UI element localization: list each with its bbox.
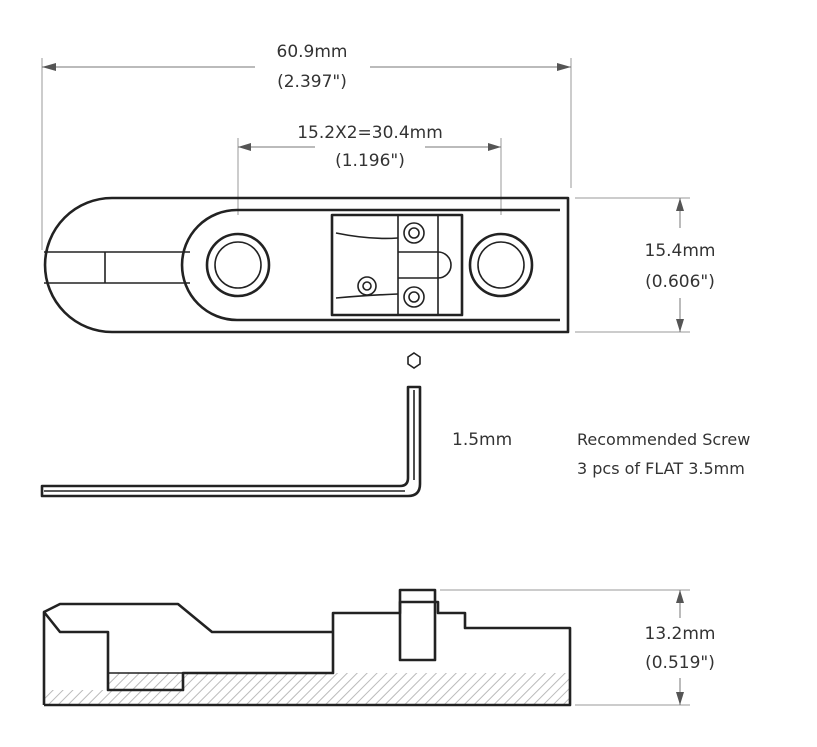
clamp-block — [330, 213, 464, 317]
height-inch: (0.519") — [645, 653, 715, 673]
set-screw-bottom-icon — [403, 286, 425, 308]
left-mounting-hole — [205, 232, 271, 298]
side-view-part — [42, 588, 572, 707]
screw-note-line1: Recommended Screw — [577, 430, 750, 449]
overall-length-dimension: 60.9mm (2.397") — [41, 42, 572, 250]
overall-length-inch: (2.397") — [277, 72, 347, 92]
top-view-part — [43, 196, 570, 334]
hex-key — [40, 352, 422, 498]
screw-note: Recommended Screw 3 pcs of FLAT 3.5mm — [577, 430, 750, 478]
width-inch: (0.606") — [645, 272, 715, 292]
hole-spacing-dimension: 15.2X2=30.4mm (1.196") — [237, 123, 502, 215]
set-screw-top-icon — [403, 222, 425, 244]
height-dimension: 13.2mm (0.519") — [440, 589, 716, 706]
screw-note-line2: 3 pcs of FLAT 3.5mm — [577, 459, 745, 478]
hatched-base — [108, 673, 570, 705]
clamp-screw-side — [398, 588, 437, 662]
set-screw-side-icon — [357, 276, 377, 296]
hole-spacing-inch: (1.196") — [335, 151, 405, 171]
right-mounting-hole — [468, 232, 534, 298]
height-mm: 13.2mm — [645, 624, 716, 644]
width-mm: 15.4mm — [645, 241, 716, 261]
hole-spacing-mm: 15.2X2=30.4mm — [297, 123, 443, 143]
width-dimension: 15.4mm (0.606") — [575, 197, 716, 333]
hex-key-size: 1.5mm — [452, 430, 512, 450]
hex-nut-icon — [407, 352, 421, 369]
overall-length-mm: 60.9mm — [277, 42, 348, 62]
